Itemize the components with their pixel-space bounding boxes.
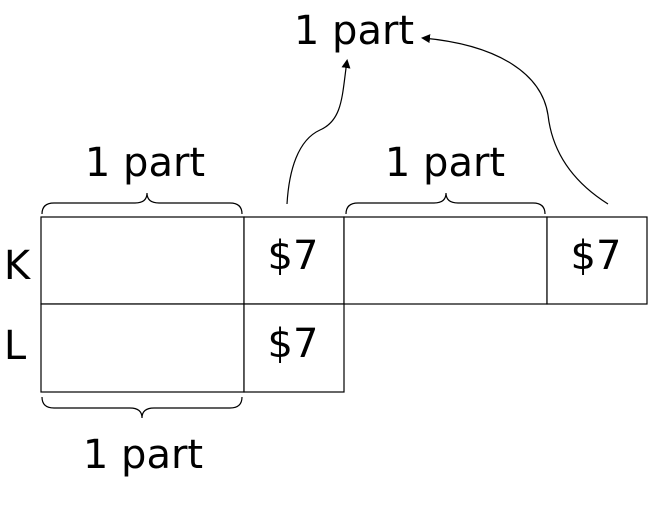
combined-part-label: 1 part [294, 8, 414, 54]
k-extra-value-2: $7 [571, 233, 622, 279]
brace-bottom [41, 396, 243, 419]
brace-top-middle [345, 192, 546, 215]
k-part-box-2 [343, 216, 548, 305]
row-label-l: L [4, 323, 27, 369]
k-part-box-1 [40, 216, 245, 305]
l-part-box [40, 303, 245, 393]
k-extra-value-1: $7 [268, 233, 319, 279]
row-label-k: K [4, 243, 32, 289]
brace-top-left [41, 192, 243, 215]
arrow-left-to-part [286, 59, 351, 205]
part-label-top-left: 1 part [85, 140, 205, 186]
arrow-right-to-part [421, 34, 609, 205]
part-label-bottom: 1 part [83, 432, 203, 478]
l-extra-box [243, 303, 345, 393]
part-label-top-middle: 1 part [385, 140, 505, 186]
k-extra-box-2 [546, 216, 648, 305]
l-extra-value: $7 [268, 321, 319, 367]
